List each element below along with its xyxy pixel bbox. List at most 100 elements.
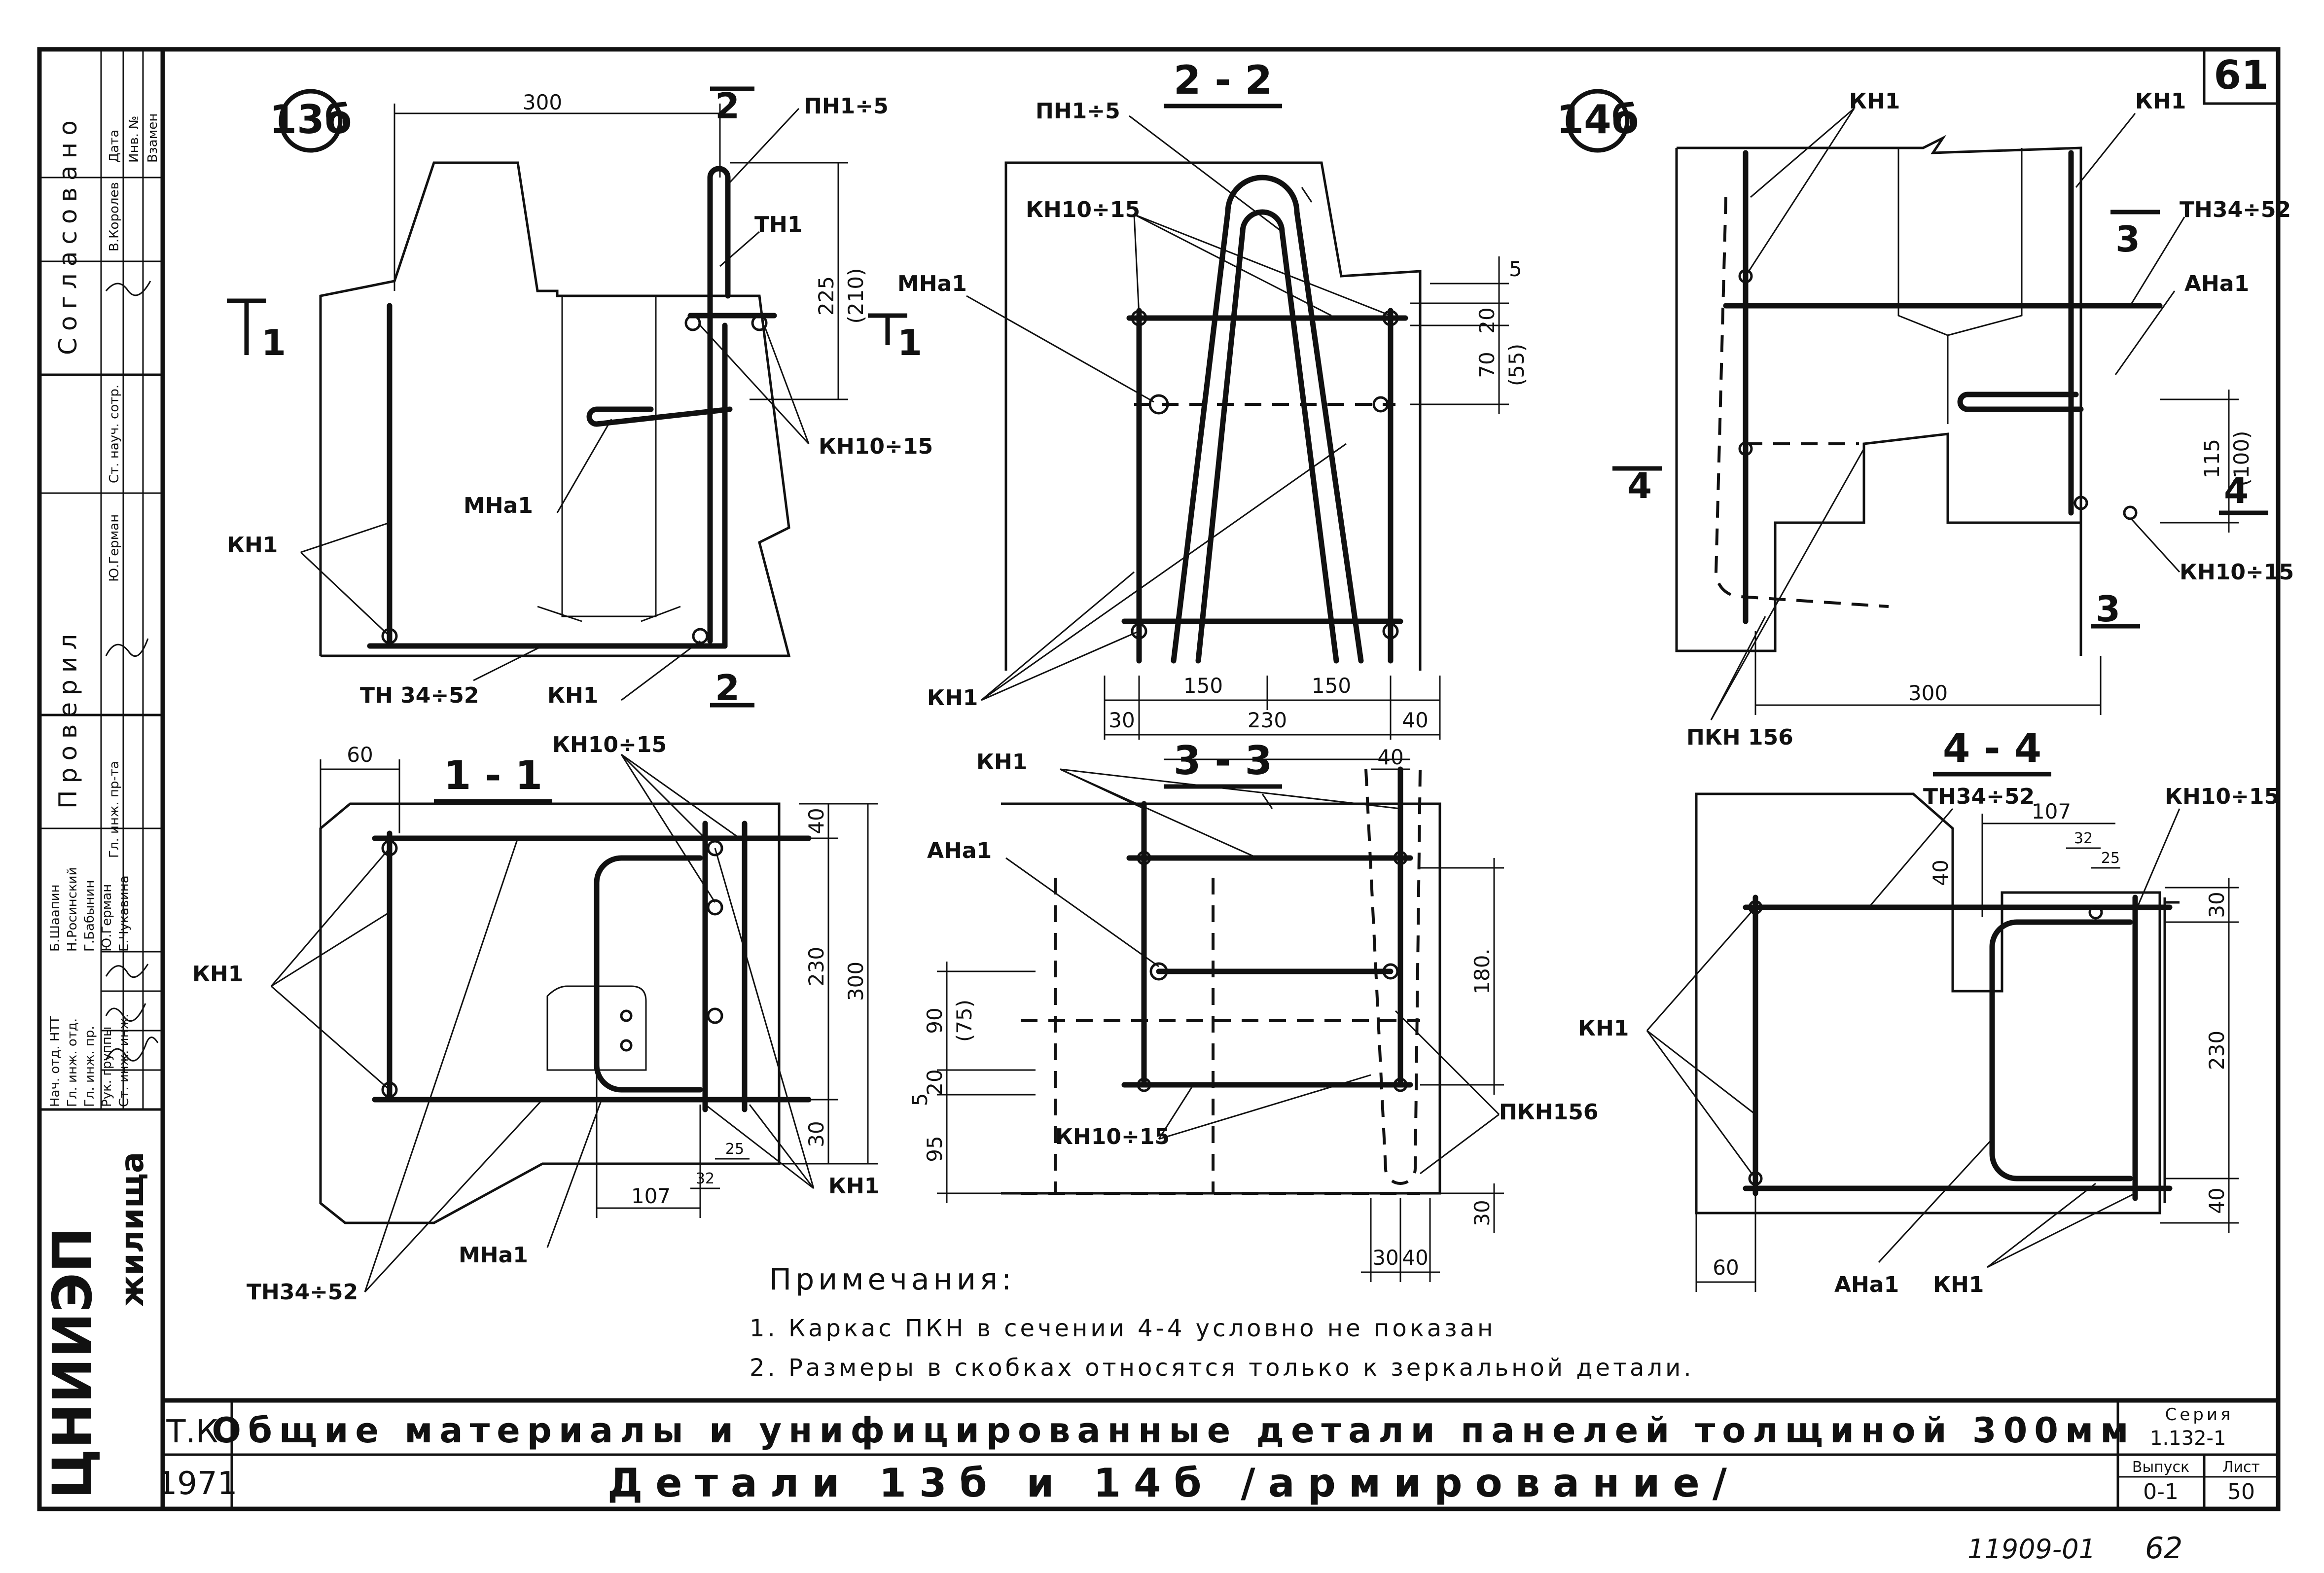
dim-44-107: 107 [2032,799,2071,823]
dim-22-30: 30 [1108,708,1135,732]
detail-14b-view: 14б 300 115 (100) 3 3 4 4 [1556,89,2294,750]
lbl-22-pn1-5: ПН1÷5 [1036,99,1120,124]
lbl-13b-kn1-bottom: КН1 [547,683,598,708]
tb-issue-label: Выпуск [2132,1459,2189,1476]
detail-13b-view: 13б 300 225 (210) 1 2 2 [227,85,933,709]
dim-33-30-bot: 30 [1372,1246,1398,1270]
dim-14b-300: 300 [1908,681,1948,705]
dim-44-230: 230 [2205,1031,2229,1070]
stamp-role-4: Ст. инж. инж. [117,1014,132,1107]
detail-14b-badge: 14б [1556,97,1639,143]
lbl-14b-kn1-top: КН1 [1849,89,1900,114]
sec-2-2-title: 2 - 2 [1174,57,1272,103]
stamp-agreed: Согласовано [54,113,82,355]
dim-11-107: 107 [631,1184,671,1208]
lbl-33-kn1: КН1 [976,750,1027,775]
dim-44-40-bot: 40 [2205,1187,2229,1214]
lbl-14b-tn34-52: ТН34÷52 [2180,197,2291,222]
lbl-11-tn34-52: ТН34÷52 [247,1280,358,1305]
cut-14b-3-top: 3 [2115,218,2140,260]
dim-22-55: (55) [1504,344,1529,386]
dim-11-230: 230 [804,947,828,986]
dim-33-180: 180. [1470,948,1494,995]
cut-13b-1: 1 [261,322,286,363]
stamp-org: ЦНИИЭП [41,1227,104,1499]
lbl-22-kn10-15: КН10÷15 [1026,197,1140,222]
dim-44-30: 30 [2205,892,2229,918]
dim-44-40-top: 40 [1929,859,1953,886]
dim-11-300: 300 [844,962,868,1001]
tb-year: 1971 [157,1466,238,1502]
lbl-13b-mna1: МНа1 [464,493,533,518]
dim-44-32: 32 [2074,830,2093,847]
lbl-13b-kn1-left: КН1 [227,533,278,558]
stamp-name-1: Н.Росинский [65,867,80,952]
dim-33-40-bot: 40 [1402,1246,1428,1270]
dim-44-60: 60 [1713,1255,1739,1280]
dim-33-90: 90 [923,1007,947,1034]
lbl-22-kn1: КН1 [927,685,978,711]
cut-13b-2-bot: 2 [715,667,740,709]
lbl-13b-pn1-5: ПН1÷5 [804,94,889,119]
lbl-13b-tn1: ТН1 [754,212,802,237]
dim-11-30: 30 [804,1121,828,1147]
dim-14b-115: 115 [2200,439,2224,478]
lbl-33-pkn156: ПКН156 [1499,1100,1598,1125]
stamp-name-2: Г.Бабынин [82,880,97,952]
archive-page: 62 [2145,1531,2182,1566]
note-2: 2. Размеры в скобках относятся только к … [750,1354,1694,1382]
stamp-role-2: Гл. инж. пр. [82,1026,97,1107]
dim-22-150b: 150 [1312,674,1351,698]
dim-22-150a: 150 [1183,674,1223,698]
stamp-role-sci: Ст. науч. сотр. [107,385,122,483]
stamp-role-3: Рук. группы [100,1027,114,1107]
tb-sheet-label: Лист [2222,1459,2260,1476]
dim-13b-225: 225 [814,276,838,316]
cut-22-1: 1 [897,322,922,363]
stamp-role-1: Гл. инж. отд. [65,1018,80,1107]
lbl-11-kn1-left: КН1 [192,962,243,987]
dim-33-20: 20 [923,1069,947,1095]
dim-11-60: 60 [347,743,373,767]
lbl-44-kn10-15: КН10÷15 [2165,784,2279,809]
dim-13b-300: 300 [523,90,562,114]
stamp-col-date: Дата [107,130,122,163]
cut-14b-4-right: 4 [2224,470,2249,511]
tb-sheet-value: 50 [2227,1479,2255,1504]
lbl-22-mna1: МНа1 [897,271,967,296]
sec-4-4-title: 4 - 4 [1943,725,2041,771]
lbl-13b-kn10-15: КН10÷15 [819,434,933,459]
lbl-44-kn1-left: КН1 [1578,1016,1629,1041]
lbl-11-mna1: МНа1 [459,1243,528,1268]
cut-14b-3-bot: 3 [2096,588,2120,630]
section-1-1: 1 - 1 60 40 230 30 300 107 [192,732,879,1305]
dim-22-230: 230 [1248,708,1287,732]
lbl-14b-pkn156: ПКН 156 [1686,725,1793,750]
dim-11-32: 32 [696,1170,715,1187]
lbl-14b-kn10-15: КН10÷15 [2180,560,2294,585]
signature-scribbles [105,281,159,1062]
stamp-names: Б.Шаапин Н.Росинский Г.Бабынин Ю.Герман … [48,867,132,952]
dim-22-40: 40 [1402,708,1428,732]
note-1: 1. Каркас ПКН в сечении 4-4 условно не п… [750,1315,1496,1342]
archive-code: 11909-01 [1967,1534,2096,1565]
tb-title-line1: Общие материалы и унифицированные детали… [212,1410,2136,1451]
lbl-14b-ana1: АНа1 [2184,271,2249,296]
dim-22-5: 5 [1509,257,1522,281]
stamp-name-german: Ю.Герман [107,514,122,582]
dim-33-30-right: 30 [1470,1200,1494,1226]
stamp-roles: Нач. отд. НТТ Гл. инж. отд. Гл. инж. пр.… [48,1014,132,1107]
notes-heading: Примечания: [769,1262,1015,1297]
stamp-role-eng: Гл. инж. пр-та [107,761,122,858]
lbl-33-kn10-15: КН10÷15 [1055,1124,1170,1149]
lbl-13b-tn34-52: ТН 34÷52 [360,683,479,708]
left-stamp [38,49,163,1111]
dim-22-70: 70 [1475,352,1499,378]
stamp-col-repl: Взамен [145,113,160,163]
notes: Примечания: 1. Каркас ПКН в сечении 4-4 … [750,1262,1694,1382]
lbl-11-kn10-15: КН10÷15 [552,732,667,757]
lbl-44-kn1-bottom: КН1 [1933,1272,1984,1297]
title-block: Т.К. 1971 Общие материалы и унифицирован… [157,1405,2260,1506]
dim-11-25: 25 [725,1141,744,1158]
